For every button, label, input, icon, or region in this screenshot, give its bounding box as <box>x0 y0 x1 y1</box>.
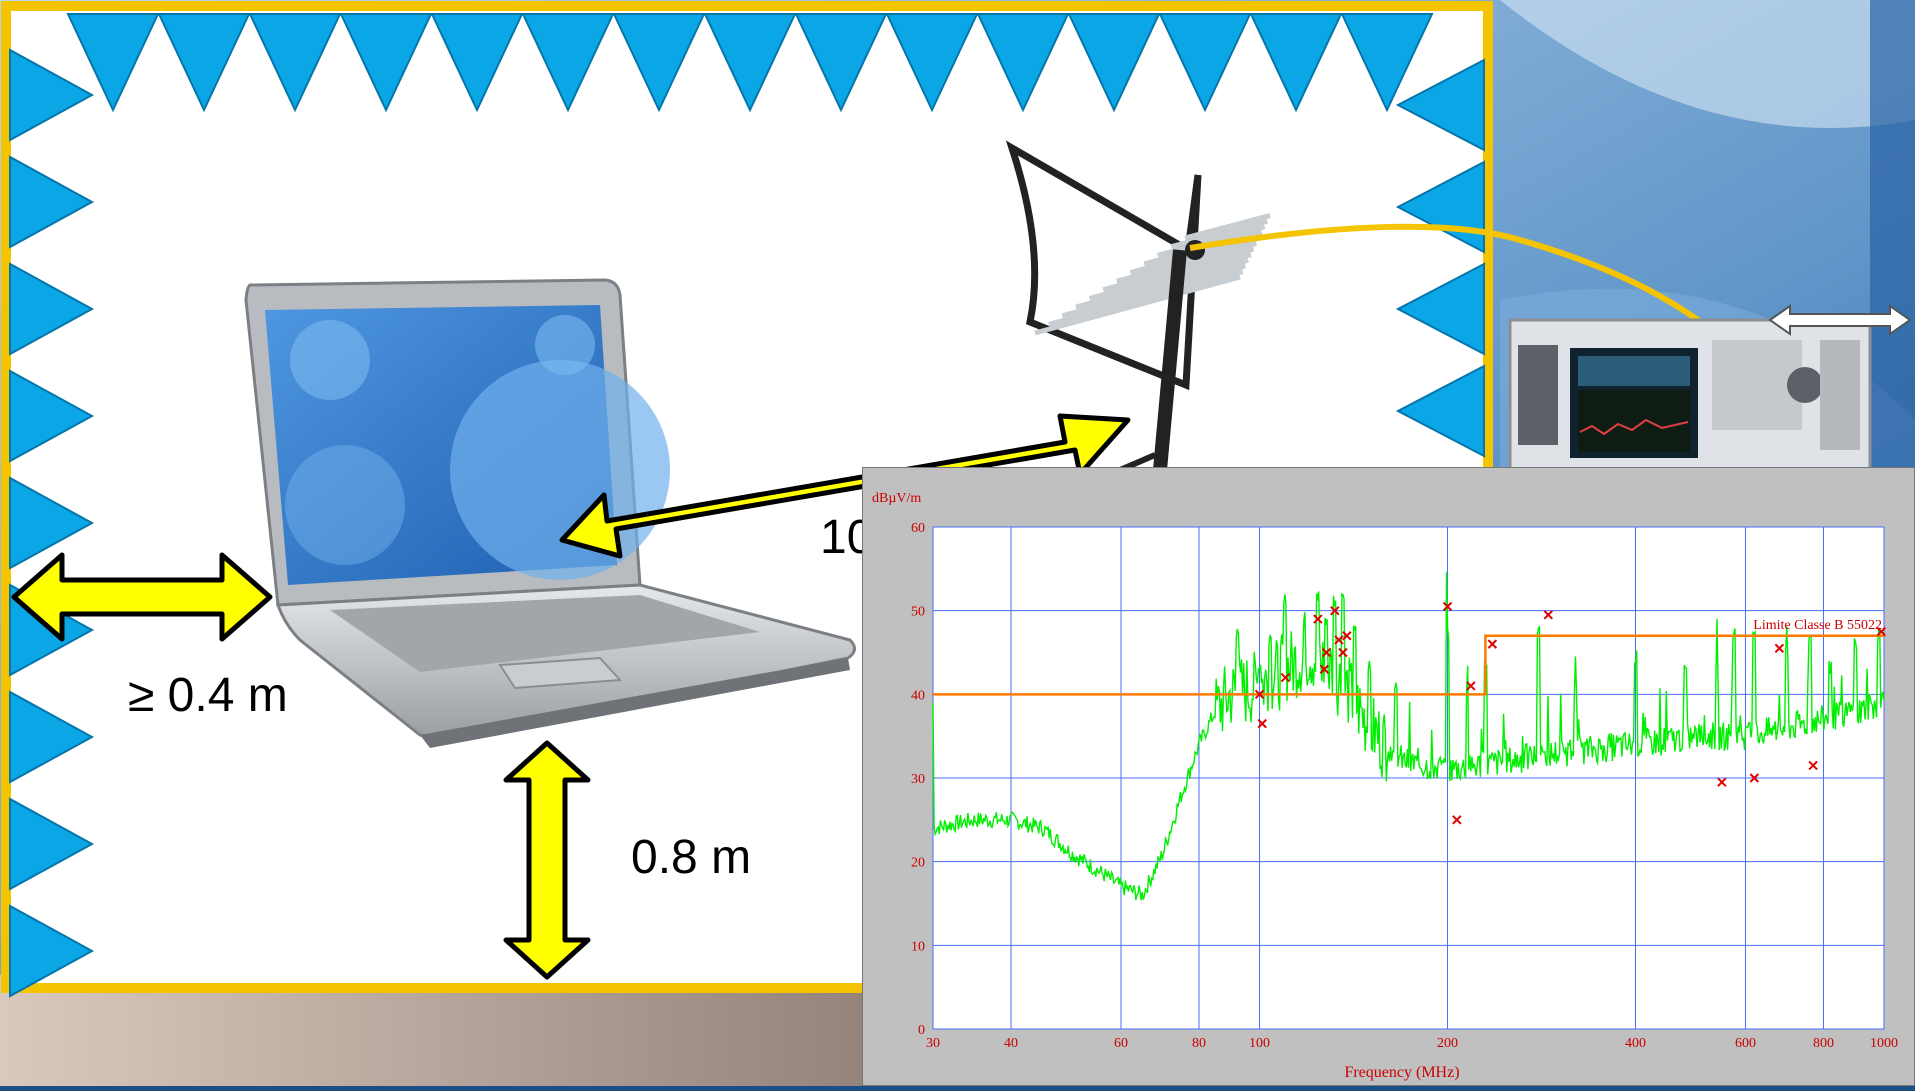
absorber-cone <box>976 13 1070 113</box>
absorber-cone <box>339 13 433 113</box>
x-tick-label: 400 <box>1625 1036 1646 1051</box>
y-tick-label: 10 <box>911 939 925 954</box>
absorber-cone <box>703 13 797 113</box>
peak-marker <box>1334 635 1344 645</box>
top-absorbers <box>66 13 1434 113</box>
x-tick-label: 1000 <box>1870 1036 1898 1051</box>
absorber-cone <box>9 155 95 249</box>
peak-marker <box>1452 815 1462 825</box>
absorber-cone <box>9 48 95 142</box>
y-tick-label: 40 <box>911 688 925 703</box>
absorber-cone <box>1067 13 1161 113</box>
absorber-cone <box>9 797 95 891</box>
distance-label-side: ≥ 0.4 m <box>128 669 288 722</box>
peak-marker <box>1876 626 1886 637</box>
distance-arrow-side <box>11 552 273 642</box>
peak-marker <box>1808 760 1818 771</box>
x-tick-label: 100 <box>1249 1036 1270 1051</box>
absorber-cone <box>794 13 888 113</box>
peak-marker <box>1717 777 1727 787</box>
y-tick-label: 20 <box>911 856 925 871</box>
absorber-cone <box>1395 58 1485 152</box>
antenna-icon <box>1005 140 1271 473</box>
side-arrow-icon <box>1768 304 1912 336</box>
spectrum-analyzer-icon <box>1508 318 1872 472</box>
peak-marker <box>1749 773 1760 783</box>
peak-marker <box>1254 689 1265 700</box>
y-tick-label: 30 <box>911 772 925 787</box>
absorber-cone <box>157 13 251 113</box>
peak-marker <box>1774 643 1785 654</box>
absorber-cone <box>612 13 706 113</box>
x-tick-label: 80 <box>1192 1036 1206 1051</box>
emission-trace <box>932 572 1885 901</box>
peak-marker <box>1342 631 1352 641</box>
absorber-cone <box>9 690 95 784</box>
absorber-cone <box>9 369 95 463</box>
peak-marker <box>1338 647 1348 658</box>
peak-marker <box>1487 639 1498 649</box>
absorber-cone <box>1249 13 1343 113</box>
x-tick-label: 200 <box>1437 1036 1458 1051</box>
laptop-icon <box>244 278 856 748</box>
peak-marker <box>1330 605 1340 616</box>
peak-marker <box>1321 647 1332 658</box>
peak-marker <box>1442 601 1453 612</box>
x-axis-label: Frequency (MHz) <box>1344 1064 1459 1081</box>
limit-label: Limite Classe B 55022 <box>1753 618 1882 633</box>
peak-marker <box>1543 610 1553 620</box>
y-tick-label: 50 <box>911 605 925 620</box>
emission-chart-svg: 30 40 60 80 100 200 400 600 800 1000 0 10 20 30 40 50 60… <box>861 466 1915 1087</box>
distance-arrow-antenna <box>559 413 1131 559</box>
x-tick-label: 600 <box>1735 1036 1756 1051</box>
absorber-cone <box>1158 13 1252 113</box>
peak-marker <box>1280 672 1291 683</box>
absorber-cone <box>248 13 342 113</box>
absorber-cone <box>1340 13 1434 113</box>
y-axis-label: dBµV/m <box>872 491 921 506</box>
absorber-cone <box>1395 364 1485 458</box>
y-tick-label: 0 <box>918 1023 925 1038</box>
emission-chart: 30 40 60 80 100 200 400 600 800 1000 0 10 20 30 40 50 60… <box>861 466 1915 1087</box>
absorber-cone <box>430 13 524 113</box>
absorber-cone <box>521 13 615 113</box>
absorber-cone <box>9 476 95 570</box>
absorber-cone <box>9 262 95 356</box>
peak-marker <box>1257 718 1267 729</box>
peak-marker <box>1319 664 1330 674</box>
y-tick-label: 60 <box>911 521 925 536</box>
limit-line <box>933 634 1884 696</box>
x-tick-label: 800 <box>1813 1036 1834 1051</box>
peak-marker <box>1313 614 1323 624</box>
distance-arrow-height <box>503 740 591 980</box>
x-tick-label: 30 <box>926 1036 940 1051</box>
absorber-cone <box>9 904 95 998</box>
floor <box>0 975 1000 1086</box>
absorber-cone <box>885 13 979 113</box>
absorber-cone <box>66 13 160 113</box>
x-tick-label: 40 <box>1004 1036 1018 1051</box>
x-tick-label: 60 <box>1114 1036 1128 1051</box>
absorber-cone <box>1395 262 1485 356</box>
distance-label-height: 0.8 m <box>631 831 752 884</box>
peak-marker <box>1466 681 1476 691</box>
